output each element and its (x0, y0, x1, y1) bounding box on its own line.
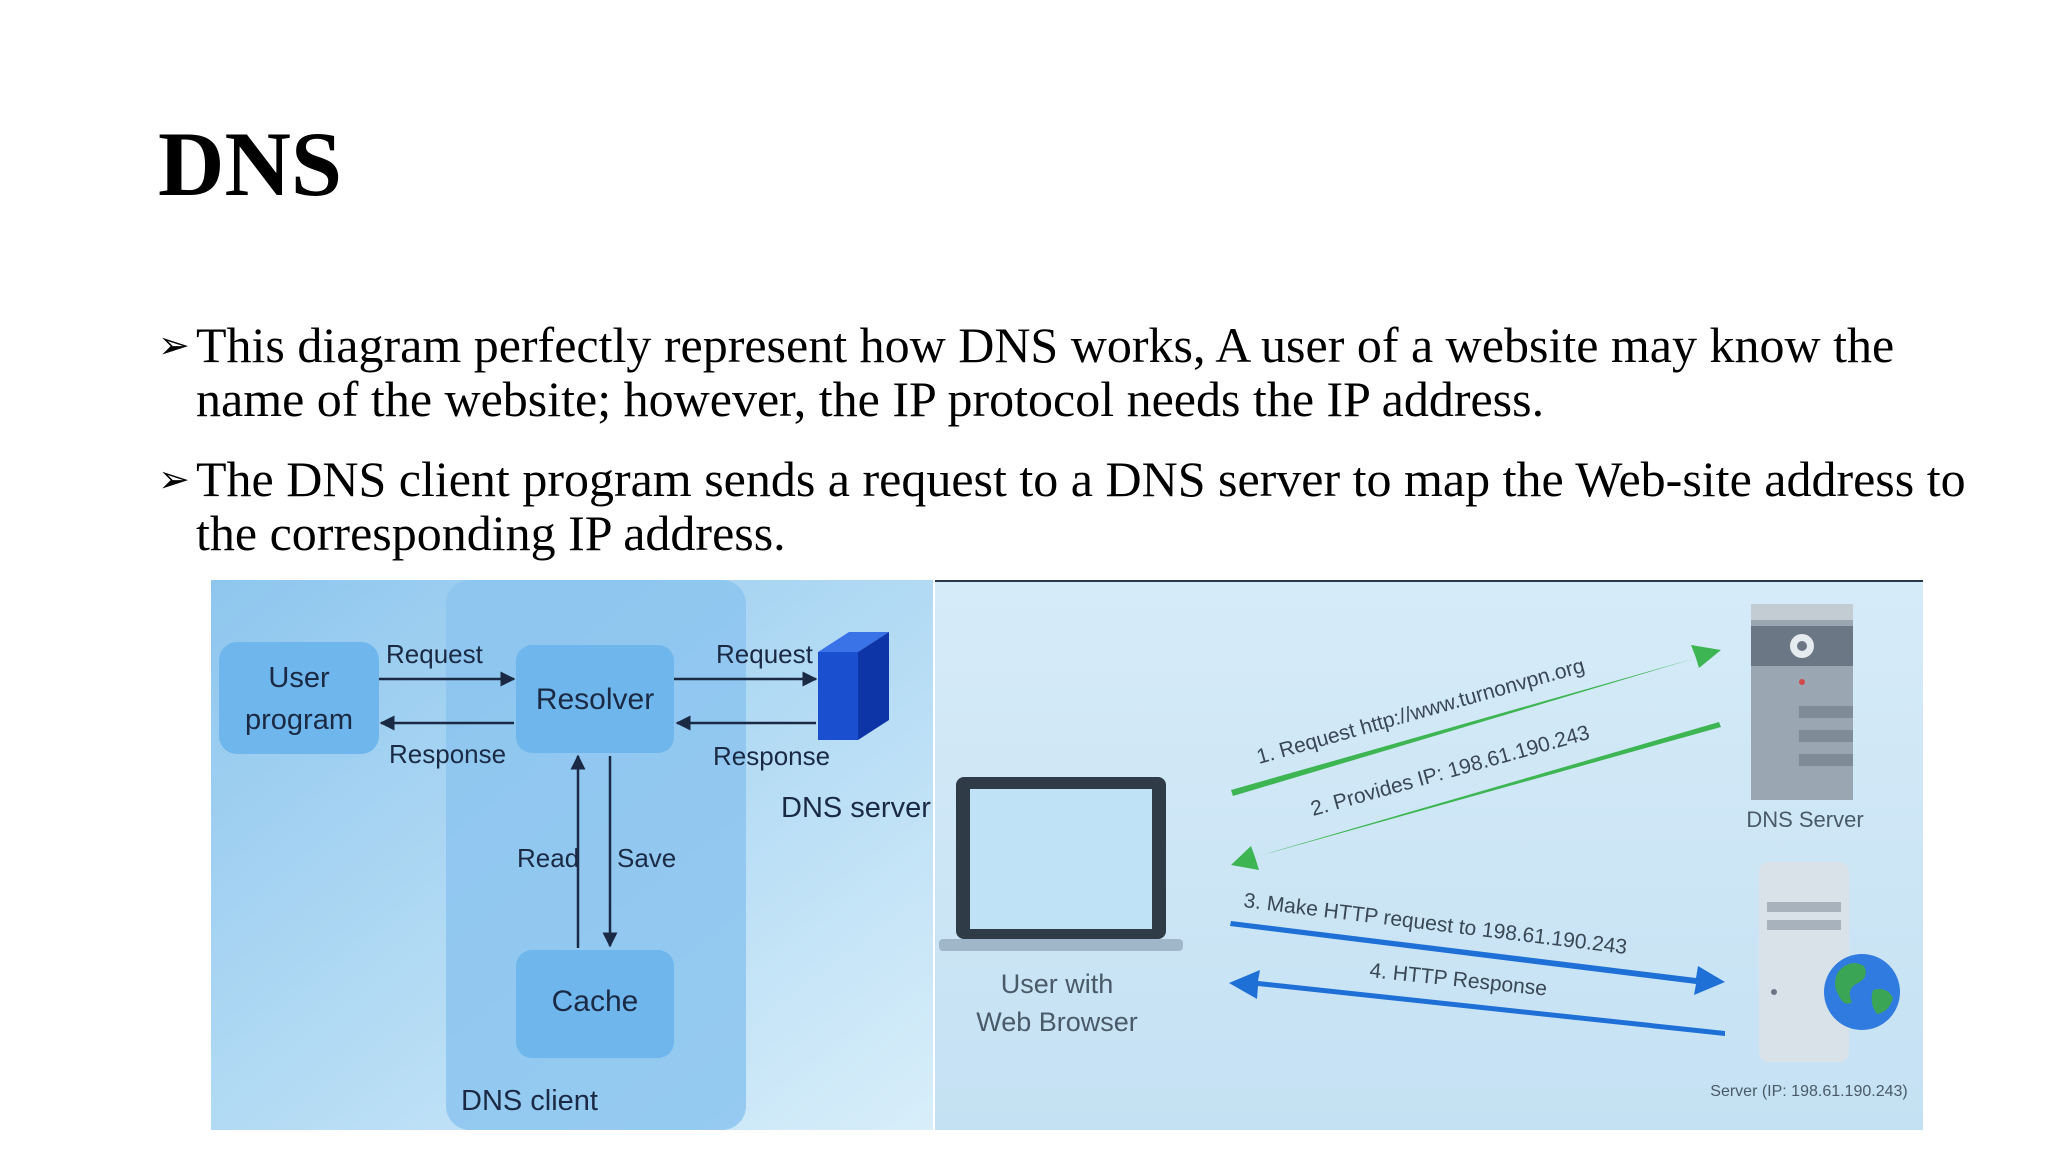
dns-server-label-right: DNS Server (1746, 807, 1863, 832)
http-request-blue-arrow (1230, 921, 1725, 995)
arrowhead-bullet-icon: ➢ (158, 323, 190, 367)
globe-icon (1824, 954, 1900, 1030)
slide-title: DNS (158, 113, 343, 215)
request-green-arrow (1231, 645, 1721, 796)
laptop-icon (939, 777, 1183, 951)
server-ip-label: Server (IP: 198.61.190.243) (1710, 1083, 1907, 1100)
arrowhead-bullet-icon: ➢ (158, 457, 190, 501)
bullet-text: This diagram perfectly represent how DNS… (196, 317, 1895, 427)
dns-client-label: DNS client (461, 1085, 598, 1117)
dns-server-tower-icon (1751, 604, 1853, 800)
bullet-item: ➢ This diagram perfectly represent how D… (158, 318, 2008, 426)
web-server-tower-icon (1759, 862, 1849, 1062)
http-response-blue-arrow (1229, 970, 1725, 1036)
dns-server-icon (818, 632, 889, 740)
request-label-1: Request (386, 639, 484, 669)
read-label: Read (517, 843, 579, 873)
user-program-label-2: program (245, 704, 353, 736)
response-green-arrow (1231, 722, 1721, 870)
dns-client-resolver-diagram: User program Resolver Cache DNS client R… (211, 580, 933, 1130)
user-browser-label-1: User with (1001, 969, 1114, 999)
user-program-label-1: User (268, 662, 330, 694)
response-label-2: Response (713, 741, 830, 771)
bullet-list: ➢ This diagram perfectly represent how D… (158, 318, 2008, 586)
dns-diagram-figure: User program Resolver Cache DNS client R… (211, 580, 1923, 1130)
response-label-1: Response (389, 739, 506, 769)
dns-server-label: DNS server (781, 792, 931, 824)
resolver-box (516, 645, 674, 753)
user-program-box (219, 642, 379, 754)
resolver-label: Resolver (536, 683, 654, 716)
save-label: Save (617, 843, 676, 873)
bullet-text: The DNS client program sends a request t… (196, 451, 1966, 561)
dns-lookup-web-diagram: User with Web Browser DNS Server Server … (935, 580, 1923, 1130)
cache-box (516, 950, 674, 1058)
user-browser-label-2: Web Browser (976, 1007, 1138, 1037)
bullet-item: ➢ The DNS client program sends a request… (158, 452, 2008, 560)
cache-label: Cache (552, 985, 639, 1018)
request-label-2: Request (716, 639, 814, 669)
